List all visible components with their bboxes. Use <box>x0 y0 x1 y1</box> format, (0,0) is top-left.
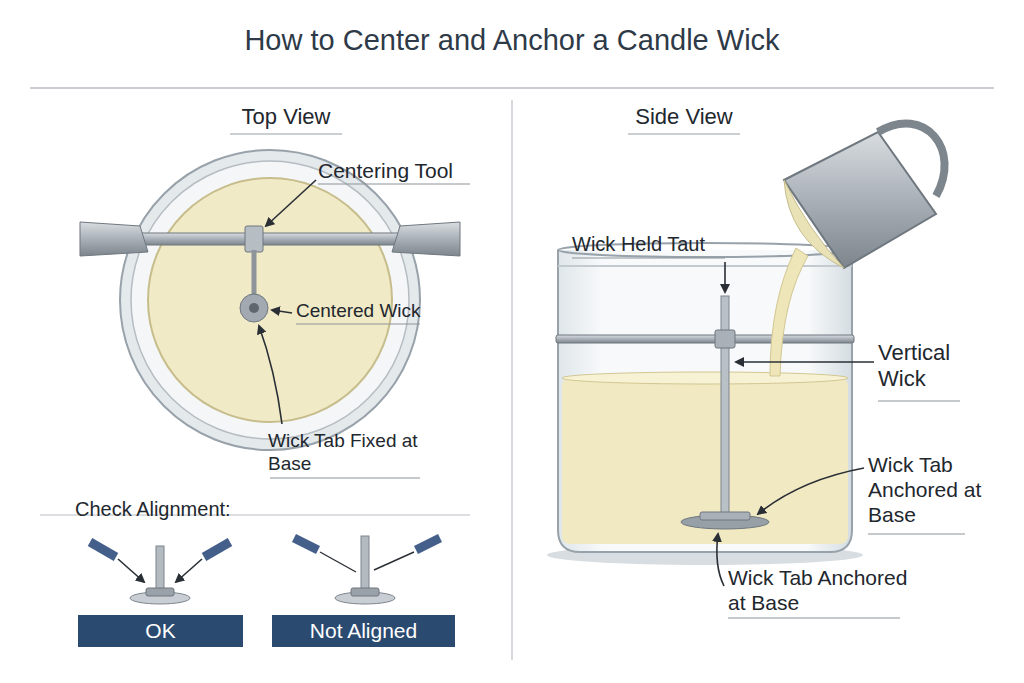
alignment-check-bad <box>294 538 318 550</box>
jar-side-view <box>562 372 848 384</box>
alignment-check-bad <box>294 536 440 604</box>
centering-tool <box>80 222 148 256</box>
centering-tool <box>110 233 430 245</box>
view-heading: Top View <box>228 104 344 130</box>
alignment-check-ok <box>146 588 174 596</box>
alignment-check-ok <box>204 542 230 557</box>
jar-side-view <box>547 243 863 565</box>
divider-lines <box>628 133 740 134</box>
leader-line <box>259 326 282 424</box>
leader-line <box>572 258 725 259</box>
bar-text: Not Aligned <box>310 619 417 643</box>
pouring-pitcher <box>770 123 945 376</box>
jar-side-view <box>562 378 848 544</box>
part-label: Wick Held Taut <box>572 232 742 256</box>
leader-line <box>878 401 960 402</box>
centering-tool <box>80 222 460 256</box>
leader-line <box>724 262 726 292</box>
divider-lines <box>30 88 994 660</box>
candle-wick <box>240 250 268 322</box>
pouring-pitcher <box>784 132 936 268</box>
jar-side-view <box>558 265 852 267</box>
status-bar: Not Aligned <box>272 615 455 647</box>
alignment-check-bad <box>361 536 369 592</box>
leader-line <box>758 468 864 514</box>
view-heading: Side View <box>626 104 742 130</box>
part-label: Wick Tab Anchored at Base <box>728 565 928 615</box>
alignment-check-ok <box>156 546 164 592</box>
part-label: Wick Tab Anchored at Base <box>868 452 998 528</box>
leader-line <box>318 184 470 185</box>
alignment-check-ok <box>118 559 144 582</box>
part-label: Centering Tool <box>318 158 493 183</box>
pouring-pitcher <box>878 123 945 196</box>
part-label: Centered Wick <box>296 300 446 323</box>
alignment-check-bad <box>351 588 379 596</box>
divider-lines <box>511 100 513 660</box>
leader-line <box>270 478 420 479</box>
candle-wick <box>240 294 268 322</box>
leader-line <box>296 324 420 325</box>
leader-line <box>736 361 874 363</box>
bar-text: OK <box>145 619 175 643</box>
side-tool-and-wick <box>556 296 854 529</box>
leader-line <box>717 534 724 586</box>
leader-line <box>266 180 316 226</box>
diagram-title: How to Center and Anchor a Candle Wick <box>0 24 1024 57</box>
candle-wick <box>252 250 257 298</box>
alignment-check-ok <box>90 542 230 604</box>
divider-lines <box>230 133 342 134</box>
leader-line <box>728 618 900 619</box>
part-label: Wick Tab Fixed at Base <box>268 430 418 476</box>
centering-tool <box>245 226 263 252</box>
side-tool-and-wick <box>715 330 735 348</box>
divider-lines <box>30 87 994 89</box>
status-bar: OK <box>78 615 243 647</box>
part-label: Vertical Wick <box>878 340 988 393</box>
pouring-pitcher <box>770 248 808 376</box>
leader-line <box>868 534 965 535</box>
alignment-check-bad <box>416 538 440 550</box>
leader-line <box>272 310 292 313</box>
alignment-check-ok <box>176 559 202 582</box>
alignment-check-bad <box>374 552 414 570</box>
alignment-check-ok <box>90 542 116 557</box>
leader-line <box>259 180 470 478</box>
jar-side-view <box>558 250 852 552</box>
side-tool-and-wick <box>700 512 750 520</box>
leader-line <box>572 258 965 618</box>
section-label: Check Alignment: <box>75 497 295 521</box>
alignment-check-bad <box>320 552 356 572</box>
candle-wick <box>249 303 259 313</box>
side-tool-and-wick <box>556 335 854 343</box>
centering-tool <box>392 222 460 256</box>
